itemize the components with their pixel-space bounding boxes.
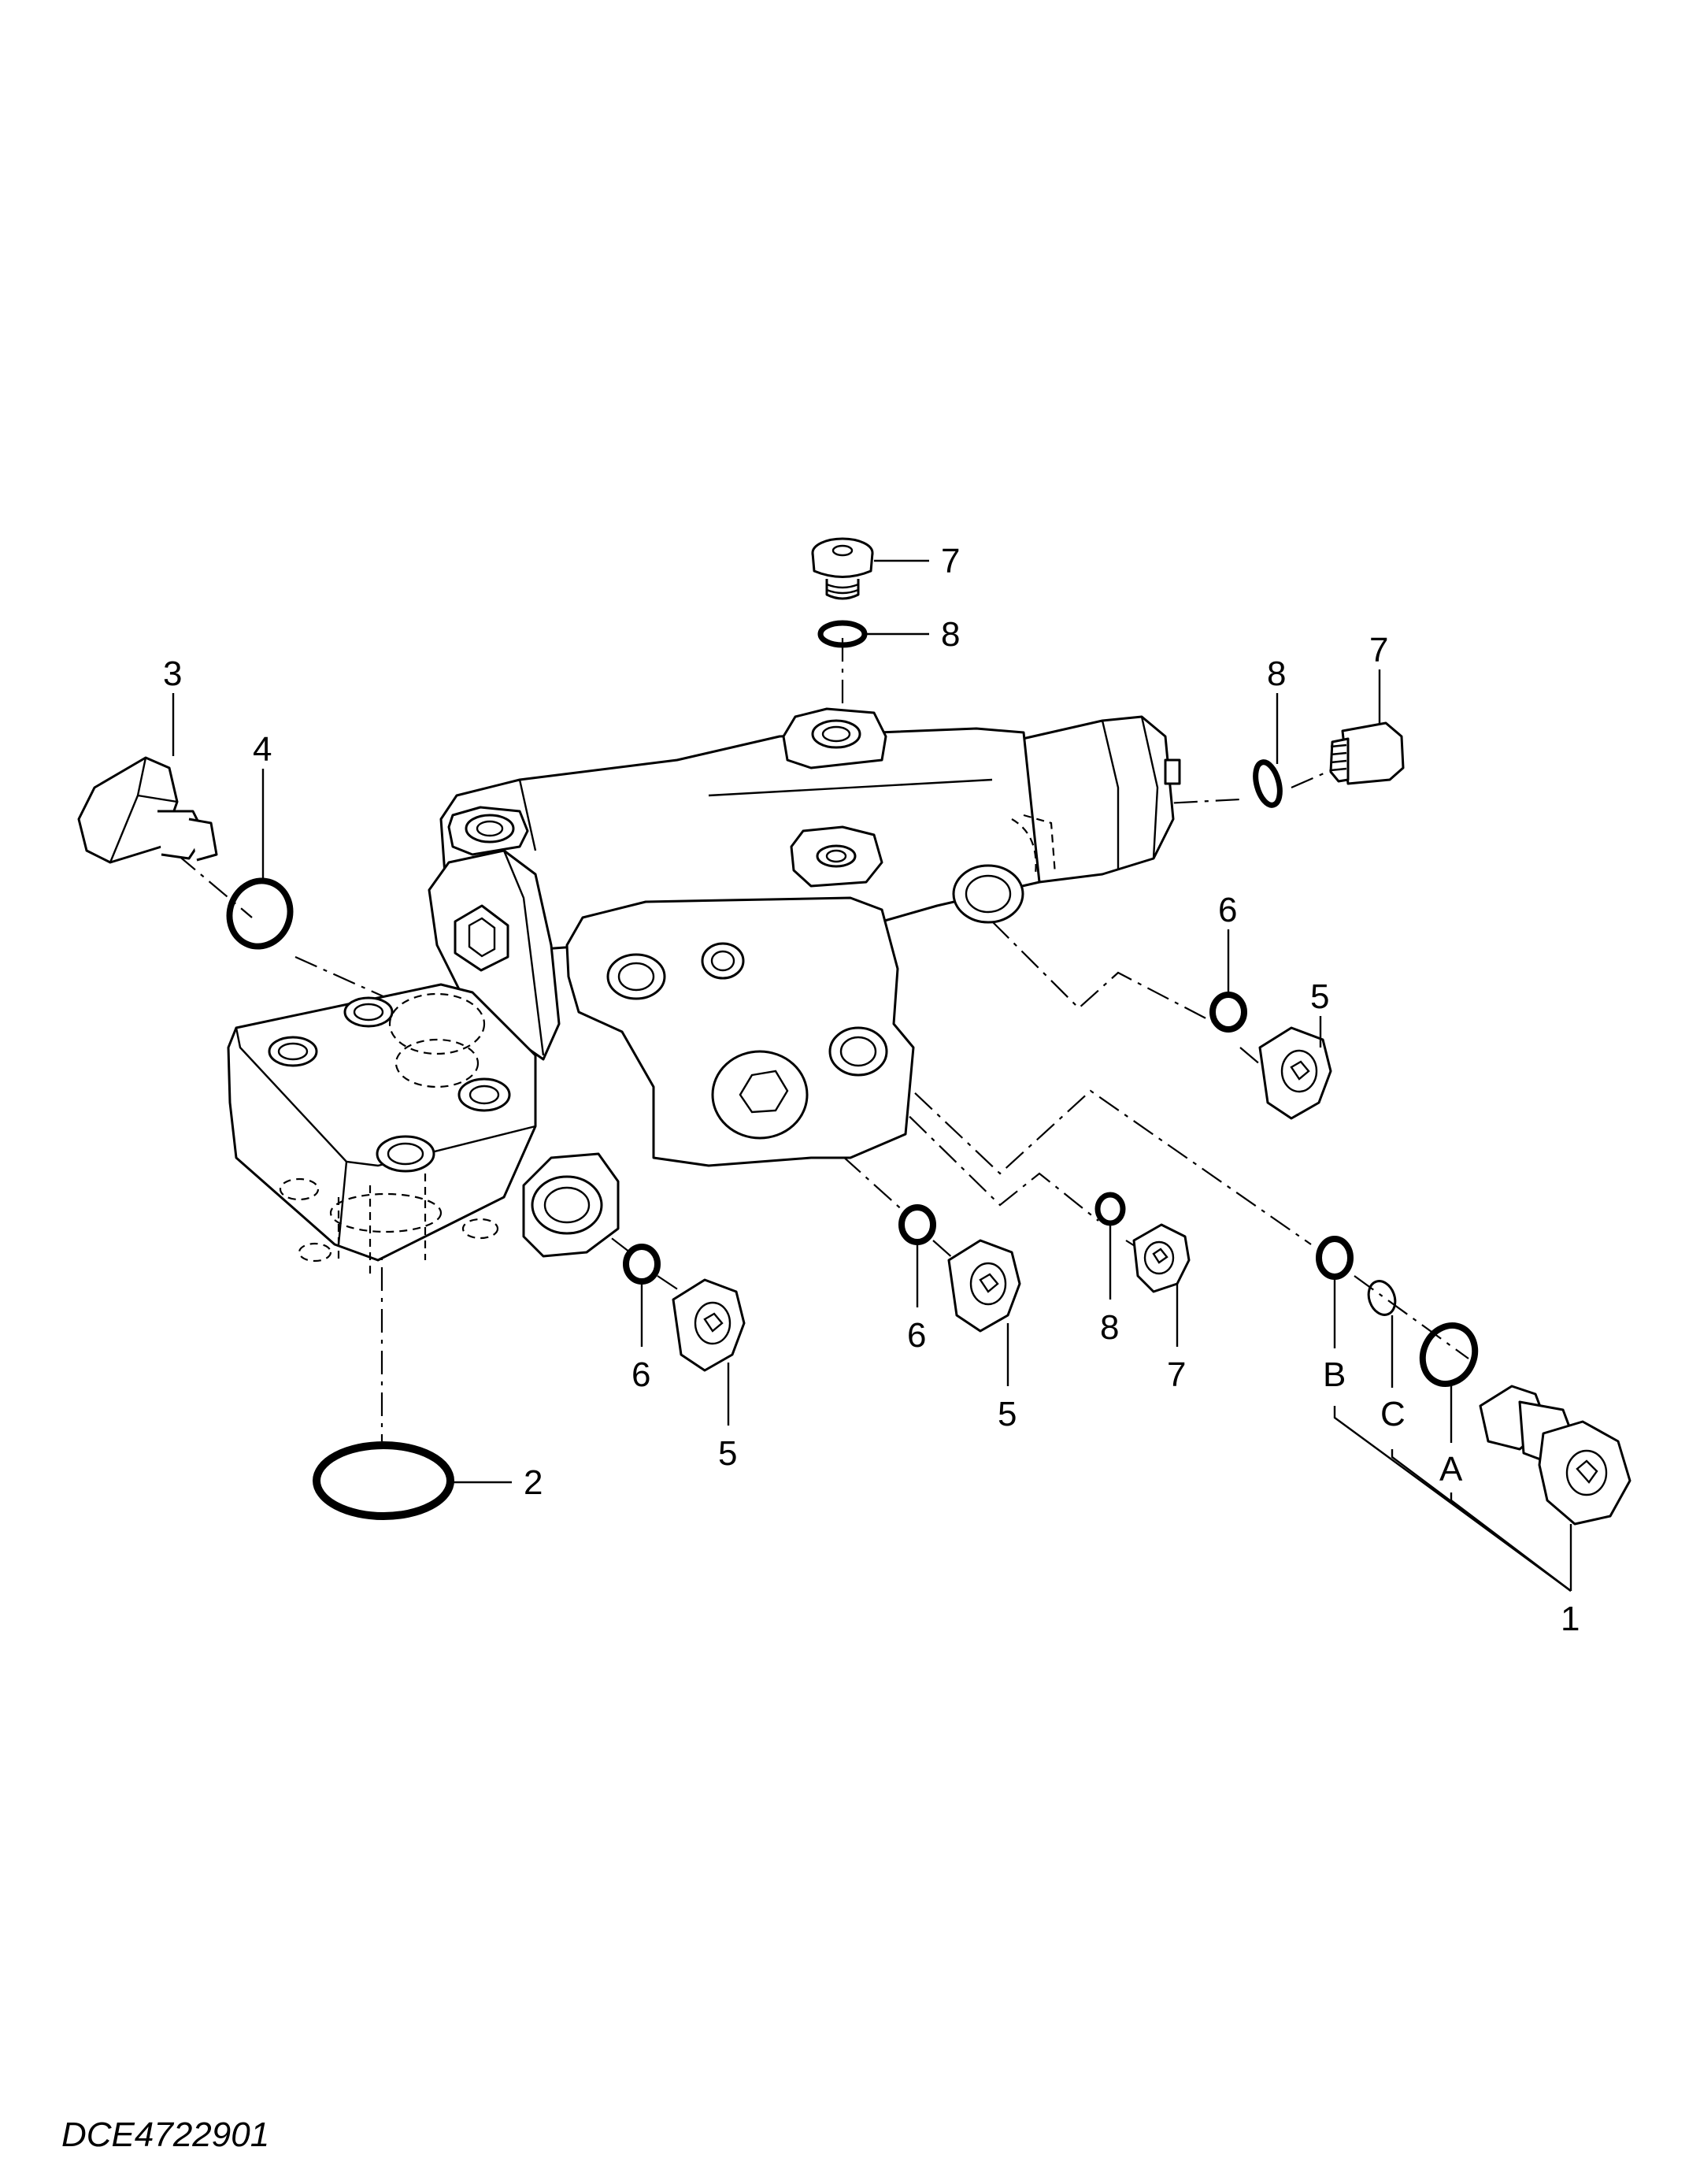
callout-5-left: 5 [718,1434,737,1473]
callout-6-left: 6 [631,1355,650,1394]
plug-set-mid [898,1192,1191,1333]
callout-c: C [1380,1395,1406,1433]
oring-b [1316,1236,1354,1280]
callout-4: 4 [253,730,272,769]
callout-7-right: 7 [1369,631,1388,669]
valve-end-cap [1014,715,1175,884]
plug-7-right [1329,721,1405,785]
oring-6-right [1209,992,1247,1033]
callout-6-mid: 6 [907,1316,926,1355]
callout-3: 3 [163,654,182,693]
callout-b: B [1323,1355,1346,1394]
cartridge-1-assembly [1316,1236,1631,1526]
mounting-flange [227,983,537,1262]
callout-8-mid: 8 [1100,1308,1119,1347]
oring-8-right [1253,759,1283,808]
callout-1: 1 [1561,1600,1580,1638]
port-b [701,942,745,980]
callout-labels: 7 8 3 4 8 7 6 5 6 5 8 7 6 5 2 B C A 1 [163,542,1580,1638]
oring-2 [313,1441,454,1520]
callout-7-mid: 7 [1167,1355,1186,1394]
backup-ring-c [1367,1280,1397,1316]
callout-2: 2 [524,1463,543,1502]
callout-7-top: 7 [941,542,960,580]
callout-6-right: 6 [1218,891,1237,929]
oring-a [1419,1322,1479,1387]
drawing-code: DCE4722901 [61,2115,269,2154]
oring-8-mid [1094,1192,1126,1226]
valve-body [227,707,1181,1276]
hex-plug-3 [77,756,218,864]
oring-6-mid [898,1204,936,1245]
callout-8-top: 8 [941,615,960,654]
callout-a: A [1439,1450,1463,1489]
callout-8-right: 8 [1267,654,1286,693]
callout-5-mid: 5 [998,1395,1017,1433]
plug-7-top [811,537,874,600]
plug-set-left [623,1244,746,1372]
leader-lines [172,559,1572,1592]
port-d [952,864,1024,924]
oring-6-left [623,1244,661,1285]
port-c [828,1026,888,1077]
callout-5-right: 5 [1310,977,1329,1016]
port-e [531,1175,603,1235]
plug-set-right [1209,992,1332,1120]
port-a [606,953,666,1000]
oring-4 [226,877,294,950]
